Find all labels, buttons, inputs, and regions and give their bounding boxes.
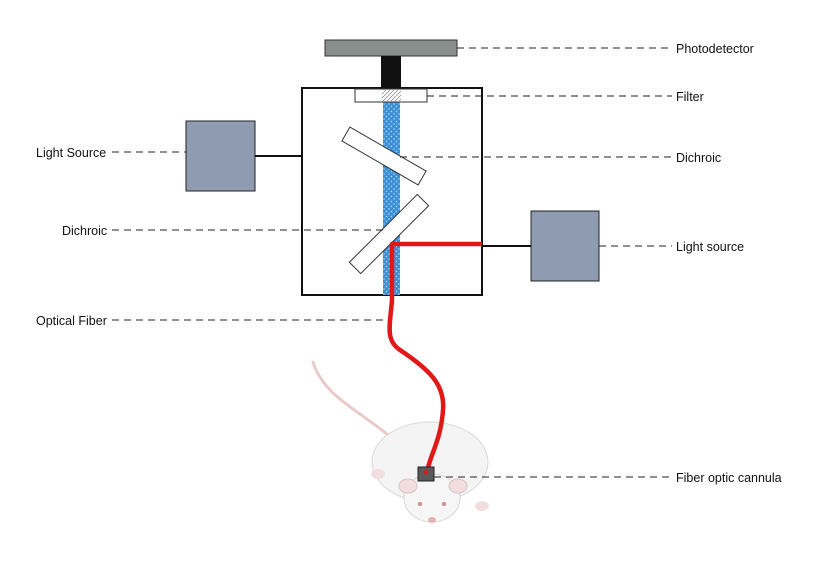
label-fiber-optic-cannula: Fiber optic cannula (676, 471, 782, 485)
light-source-left-box (185, 120, 256, 192)
label-light-source-left: Light Source (36, 146, 106, 160)
light-source-right-box (530, 210, 600, 282)
mouse-ear-left (398, 478, 418, 494)
mouse-paw-left (371, 469, 385, 479)
photodetector-stem (381, 56, 401, 90)
mouse-nose (428, 517, 436, 523)
label-optical-fiber: Optical Fiber (36, 314, 107, 328)
mouse (311, 360, 489, 523)
label-dichroic-left: Dichroic (62, 224, 107, 238)
label-light-source-right: Light source (676, 240, 744, 254)
dichroic-upper (341, 126, 427, 186)
label-dichroic-right: Dichroic (676, 151, 721, 165)
photodetector-bar (324, 39, 458, 57)
dichroic-lower (348, 193, 430, 275)
mouse-paw-right (475, 501, 489, 511)
filter-hatch (382, 90, 401, 101)
label-filter: Filter (676, 90, 704, 104)
label-photodetector: Photodetector (676, 42, 754, 56)
cannula-center (423, 469, 429, 475)
mouse-tail (311, 360, 394, 440)
mouse-eye-left (418, 502, 422, 506)
optical-fiber (387, 241, 482, 473)
mouse-eye-right (442, 502, 446, 506)
mouse-ear-right (448, 478, 468, 494)
